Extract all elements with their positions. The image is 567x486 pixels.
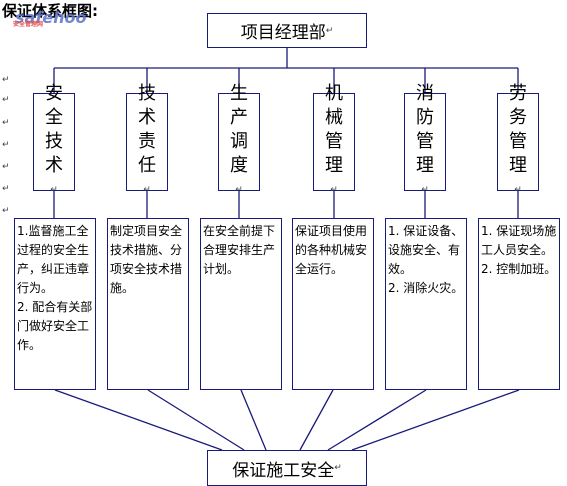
top-node: 项目经理部↵: [207, 13, 367, 48]
duty-text: 2. 消除火灾。: [388, 281, 464, 295]
branch-node-4: 机械管理↵: [313, 83, 355, 195]
bottom-node: 保证施工安全↵: [207, 450, 367, 486]
connector-line: [54, 389, 223, 451]
paragraph-mark: ↵: [2, 162, 10, 172]
duty-text: 2. 控制加班。: [481, 262, 557, 276]
paragraph-mark: ↵: [2, 118, 10, 128]
duty-text: 1.监督施工全过程的安全生产，纠正违章行为。: [17, 224, 90, 295]
watermark-logo: safehoo 安全管理网: [13, 8, 87, 28]
branch-node-2: 技术责任↵: [126, 83, 168, 195]
connector-line: [240, 389, 267, 451]
branch-node-6: 劳务管理↵: [497, 83, 539, 195]
duty-text: 在安全前提下合理安排生产计划。: [203, 224, 276, 276]
branch-label: 生产调度: [230, 83, 248, 176]
paragraph-mark: ↵: [2, 95, 10, 105]
branch-node-3: 生产调度↵: [218, 83, 260, 195]
paragraph-mark: ↵: [2, 184, 10, 194]
duty-text: 1. 保证现场施工人员安全。: [481, 224, 557, 257]
branch-label: 劳务管理: [509, 83, 527, 176]
connector-line: [351, 389, 520, 451]
branch-duty-3: 在安全前提下合理安排生产计划。: [200, 218, 282, 390]
page-title: 保证体系框图:: [2, 2, 98, 20]
bottom-node-label: 保证施工安全: [232, 460, 335, 481]
branch-label: 技术责任: [138, 83, 156, 176]
paragraph-mark: ↵: [2, 140, 10, 150]
branch-duty-6: 1. 保证现场施工人员安全。 2. 控制加班。: [478, 218, 560, 390]
duty-text: 1. 保证设备、设施安全、有效。: [388, 224, 464, 276]
branch-node-5: 消防管理↵: [404, 83, 446, 195]
branch-label: 机械管理: [325, 83, 343, 176]
branch-label: 消防管理: [416, 83, 434, 176]
paragraph-mark: ↵: [2, 206, 10, 216]
duty-text: 保证项目使用的各种机械安全运行。: [295, 224, 368, 276]
duty-text: 制定项目安全技术措施、分项安全技术措施。: [110, 224, 183, 295]
branch-duty-2: 制定项目安全技术措施、分项安全技术措施。: [107, 218, 189, 390]
branch-duty-1: 1.监督施工全过程的安全生产，纠正违章行为。2. 配合有关部门做好安全工作。: [14, 218, 96, 390]
branch-duty-5: 1. 保证设备、设施安全、有效。 2. 消除火灾。: [385, 218, 467, 390]
branch-label: 安全技术: [45, 83, 63, 176]
paragraph-mark: ↵: [2, 75, 10, 85]
top-node-label: 项目经理部: [240, 23, 326, 43]
connector-line: [299, 389, 334, 451]
branch-node-1: 安全技术↵: [33, 83, 75, 195]
branch-duty-4: 保证项目使用的各种机械安全运行。: [292, 218, 374, 390]
duty-text: 2. 配合有关部门做好安全工作。: [17, 300, 93, 352]
connector-line: [147, 389, 245, 451]
connector-line: [327, 389, 427, 451]
